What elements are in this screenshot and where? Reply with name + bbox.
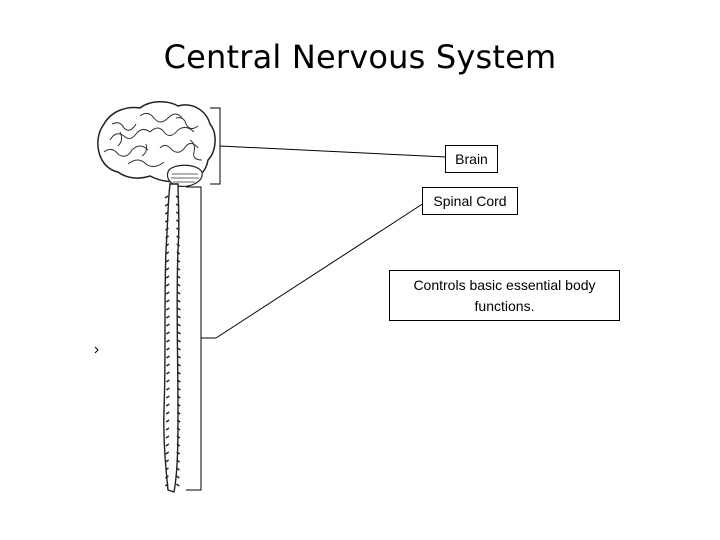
- nerve-tick: [176, 267, 181, 271]
- spinal-cord-label: Spinal Cord: [422, 187, 518, 215]
- nerve-tick: [176, 243, 181, 247]
- nerve-tick: [176, 283, 181, 287]
- nerve-tick: [165, 267, 170, 271]
- nerve-tick: [165, 475, 169, 479]
- nerve-tick: [175, 195, 180, 199]
- nerve-tick: [175, 211, 180, 215]
- brain-illustration: [97, 101, 216, 187]
- nerve-tick: [165, 467, 169, 471]
- nerve-tick: [165, 243, 170, 247]
- nerve-tick: [177, 339, 181, 343]
- nerve-tick: [176, 443, 181, 447]
- nerve-tick: [165, 283, 170, 287]
- nerve-tick: [176, 291, 181, 295]
- spinal-cord-illustration: [163, 183, 181, 493]
- page-title: Central Nervous System: [163, 38, 557, 76]
- nerve-tick: [165, 251, 170, 255]
- nerve-tick: [164, 195, 169, 199]
- nerve-tick: [165, 427, 170, 431]
- nerve-tick: [177, 323, 181, 327]
- nerve-tick: [166, 379, 170, 383]
- nerve-tick: [165, 443, 170, 447]
- nerve-tick: [177, 355, 181, 359]
- nerve-tick: [166, 355, 170, 359]
- stray-mark: [94, 346, 99, 354]
- nerve-tick: [176, 307, 181, 311]
- nerve-tick: [166, 363, 170, 367]
- nerve-tick: [164, 483, 169, 487]
- nerve-tick: [165, 395, 170, 399]
- nerve-tick: [176, 435, 181, 439]
- nerve-tick: [165, 227, 169, 231]
- nerve-tick: [177, 379, 181, 383]
- nerve-tick: [176, 419, 181, 423]
- nerve-tick: [166, 347, 170, 351]
- nerve-tick: [164, 211, 169, 215]
- spinal-cord-bracket: [186, 186, 202, 491]
- nerve-tick: [166, 323, 170, 327]
- spinal-cord-leader-diagonal: [215, 202, 425, 339]
- nerve-tick: [166, 331, 170, 335]
- nerve-tick: [176, 459, 181, 463]
- nerve-tick: [166, 339, 170, 343]
- nerve-tick: [165, 275, 170, 279]
- nerve-tick: [164, 219, 169, 223]
- nerve-tick: [165, 419, 170, 423]
- nerve-tick: [176, 475, 180, 479]
- brain-label: Brain: [445, 145, 498, 173]
- nerve-tick: [177, 363, 181, 367]
- nerve-tick: [165, 435, 170, 439]
- brain-leader-line: [219, 145, 447, 158]
- nerve-tick: [166, 315, 170, 319]
- nerve-tick: [176, 451, 181, 455]
- nerve-tick: [165, 235, 169, 239]
- nerve-tick: [177, 347, 181, 351]
- nerve-tick: [176, 403, 181, 407]
- nerve-tick: [165, 387, 170, 391]
- nerve-tick: [165, 451, 170, 455]
- nerve-tick: [175, 483, 180, 487]
- nerve-tick: [166, 371, 170, 375]
- nerve-tick: [176, 411, 181, 415]
- nerve-tick: [176, 427, 181, 431]
- nerve-tick: [176, 235, 180, 239]
- nerve-tick: [176, 387, 181, 391]
- function-label: Controls basic essential body functions.: [389, 270, 620, 321]
- nerve-tick: [176, 251, 181, 255]
- nerve-tick: [177, 331, 181, 335]
- nerve-tick: [165, 411, 170, 415]
- nerve-tick: [176, 395, 181, 399]
- nerve-tick: [165, 299, 170, 303]
- nerve-tick: [176, 467, 180, 471]
- nerve-tick: [165, 459, 170, 463]
- nerve-tick: [177, 315, 181, 319]
- nerve-tick: [176, 299, 181, 303]
- cerebellum: [166, 164, 203, 187]
- nerve-tick: [175, 203, 180, 207]
- nerve-tick: [165, 291, 170, 295]
- nerve-tick: [176, 259, 181, 263]
- nerve-tick: [176, 275, 181, 279]
- nerve-tick: [165, 259, 170, 263]
- nerve-tick: [165, 403, 170, 407]
- nerve-tick: [164, 203, 169, 207]
- nerve-tick: [177, 371, 181, 375]
- nerve-tick: [176, 227, 180, 231]
- nerve-tick: [175, 219, 180, 223]
- nerve-tick: [165, 307, 170, 311]
